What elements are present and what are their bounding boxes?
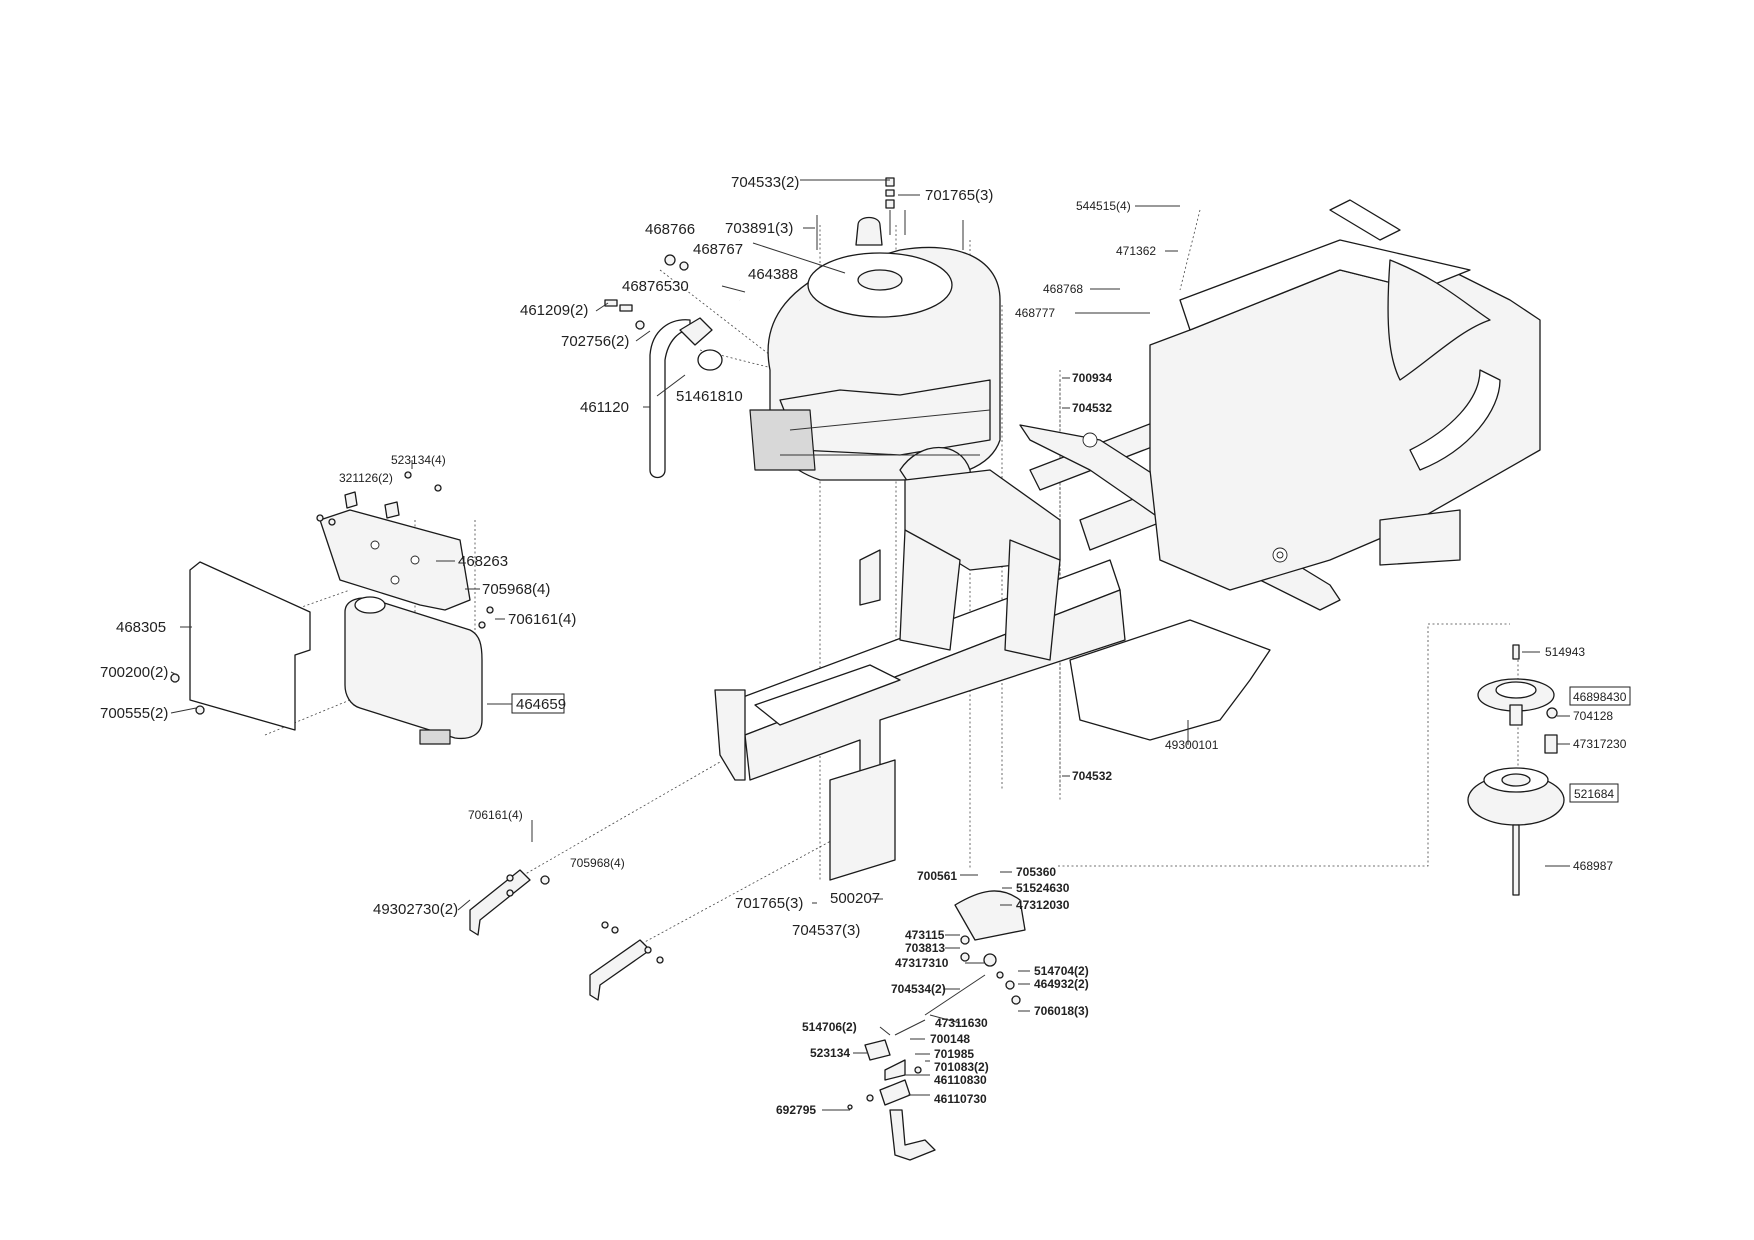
gasket	[697, 349, 723, 371]
label-468777: 468777	[1015, 306, 1055, 320]
label-706161-top: 706161(4)	[508, 611, 576, 628]
clutch-bolt	[1512, 824, 1520, 896]
leader-lines	[170, 179, 1570, 1111]
label-705968-top: 705968(4)	[482, 581, 550, 598]
label-703891: 703891(3)	[725, 220, 793, 237]
front-bracket	[714, 689, 746, 781]
label-47317310: 47317310	[895, 956, 949, 970]
label-523134: 523134	[810, 1046, 850, 1060]
label-514706: 514706(2)	[802, 1020, 857, 1034]
label-705968-bottom: 705968(4)	[570, 856, 625, 870]
label-514704: 514704(2)	[1034, 964, 1089, 978]
label-471362: 471362	[1116, 244, 1156, 258]
label-464659: 464659	[516, 696, 566, 713]
heat-shield	[189, 561, 311, 731]
label-46110830: 46110830	[934, 1073, 987, 1087]
main-frame	[714, 199, 1541, 881]
label-703813: 703813	[905, 941, 945, 955]
label-704533: 704533(2)	[731, 174, 799, 191]
label-464388: 464388	[748, 266, 798, 283]
label-702756: 702756(2)	[561, 333, 629, 350]
muffler-bracket	[319, 509, 471, 611]
label-700561: 700561	[917, 869, 957, 883]
side-brackets	[469, 869, 664, 1001]
exhaust-pipe	[649, 319, 691, 479]
part-labels: 704533(2) 701765(3) 703891(3) 468766 468…	[100, 174, 1627, 1117]
label-47317230: 47317230	[1573, 737, 1627, 751]
bracket-left-2	[589, 939, 651, 1001]
label-706018: 706018(3)	[1034, 1004, 1089, 1018]
label-544515: 544515(4)	[1076, 199, 1131, 213]
bracket-left-1	[469, 869, 531, 936]
label-468305: 468305	[116, 619, 166, 636]
key	[1512, 644, 1520, 660]
label-700934: 700934	[1072, 371, 1112, 385]
label-706161-bottom: 706161(4)	[468, 808, 523, 822]
label-521684: 521684	[1574, 787, 1614, 801]
label-461120: 461120	[580, 399, 629, 416]
label-700200: 700200(2)	[100, 664, 168, 681]
label-468263: 468263	[458, 553, 508, 570]
spacer	[1544, 734, 1558, 754]
label-46110730: 46110730	[934, 1092, 987, 1106]
label-box-46898430	[1569, 686, 1631, 706]
label-46876530: 46876530	[622, 278, 689, 295]
label-700555: 700555(2)	[100, 705, 168, 722]
pulley-assembly	[1467, 644, 1565, 896]
label-468767: 468767	[693, 241, 743, 258]
link-plate	[954, 890, 1026, 941]
muffler	[344, 597, 483, 740]
label-704128: 704128	[1573, 709, 1613, 723]
engine-assembly	[604, 177, 1001, 504]
label-701083: 701083(2)	[934, 1060, 989, 1074]
label-49300101: 49300101	[1165, 738, 1219, 752]
label-49302730: 49302730(2)	[373, 901, 458, 918]
label-700148: 700148	[930, 1032, 970, 1046]
label-701985: 701985	[934, 1047, 974, 1061]
linkage-assembly	[847, 890, 1026, 1161]
label-468768: 468768	[1043, 282, 1083, 296]
label-468766: 468766	[645, 221, 695, 238]
label-box-521684	[1569, 783, 1619, 803]
label-701765-top: 701765(3)	[925, 187, 993, 204]
front-pan	[1069, 619, 1271, 741]
label-704532-top: 704532	[1072, 401, 1112, 415]
label-704534: 704534(2)	[891, 982, 946, 996]
air-filter-housing	[749, 409, 816, 471]
label-514943: 514943	[1545, 645, 1585, 659]
label-705360: 705360	[1016, 865, 1056, 879]
label-701765-bottom: 701765(3)	[735, 895, 803, 912]
label-692795: 692795	[776, 1103, 816, 1117]
pedal-arm	[879, 1079, 911, 1106]
label-523134-4: 523134(4)	[391, 453, 446, 467]
label-461209: 461209(2)	[520, 302, 588, 319]
label-46898430: 46898430	[1573, 690, 1627, 704]
label-321126: 321126(2)	[339, 471, 393, 485]
label-464932: 464932(2)	[1034, 977, 1089, 991]
label-box-464659	[511, 693, 565, 714]
label-51524630: 51524630	[1016, 881, 1070, 895]
oil-filler-cap	[855, 216, 883, 246]
label-500207: 500207	[830, 890, 880, 907]
label-468987: 468987	[1573, 859, 1613, 873]
label-51461810: 51461810	[676, 388, 743, 405]
label-473115: 473115	[905, 928, 945, 942]
label-704532-bottom: 704532	[1072, 769, 1112, 783]
muffler-assembly	[170, 471, 494, 745]
label-47311630: 47311630	[935, 1016, 988, 1030]
label-704537: 704537(3)	[792, 922, 860, 939]
label-47312030: 47312030	[1016, 898, 1070, 912]
